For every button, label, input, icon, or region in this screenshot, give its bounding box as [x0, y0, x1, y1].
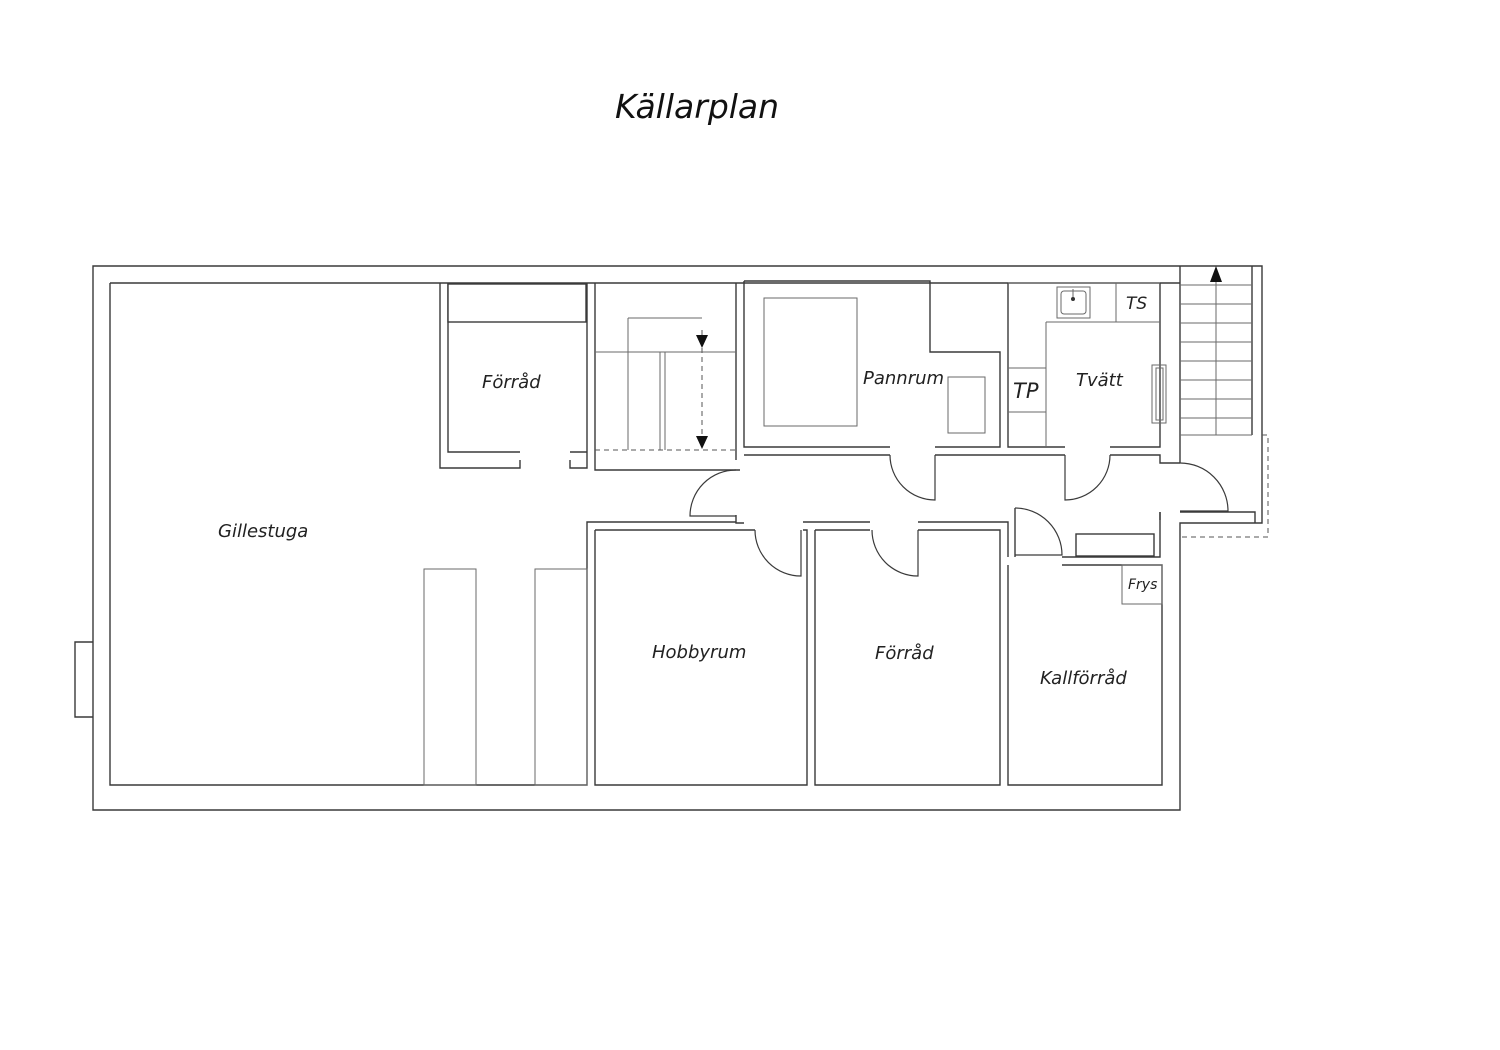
stairs-up [1179, 266, 1256, 523]
label-tvatt: Tvätt [1076, 370, 1124, 391]
label-ts: TS [1126, 294, 1147, 314]
label-forrad-top: Förråd [482, 372, 541, 393]
label-tp: TP [1013, 379, 1039, 403]
room-forrad-bottom: Förråd [814, 521, 1009, 786]
doors [689, 454, 1229, 577]
label-pannrum: Pannrum [863, 368, 944, 389]
room-pannrum: Pannrum [743, 280, 1001, 448]
room-kallforrad: Frys Kallförråd [1007, 508, 1163, 786]
stairs-down [594, 283, 740, 471]
plan-title: Källarplan [615, 87, 779, 126]
room-gillestuga: Gillestuga [109, 283, 595, 786]
sink-icon [1056, 286, 1091, 319]
corridor [735, 454, 1180, 524]
outer-walls [74, 265, 1269, 811]
label-kallforrad: Kallförråd [1040, 668, 1127, 689]
room-forrad-top: Förråd [447, 283, 587, 453]
label-frys: Frys [1128, 577, 1157, 593]
room-tvatt: TS TP Tvätt [1007, 282, 1167, 448]
label-gillestuga: Gillestuga [218, 521, 308, 542]
label-forrad-bottom: Förråd [875, 643, 934, 664]
label-hobbyrum: Hobbyrum [652, 642, 746, 663]
room-hobbyrum: Hobbyrum [594, 521, 870, 786]
